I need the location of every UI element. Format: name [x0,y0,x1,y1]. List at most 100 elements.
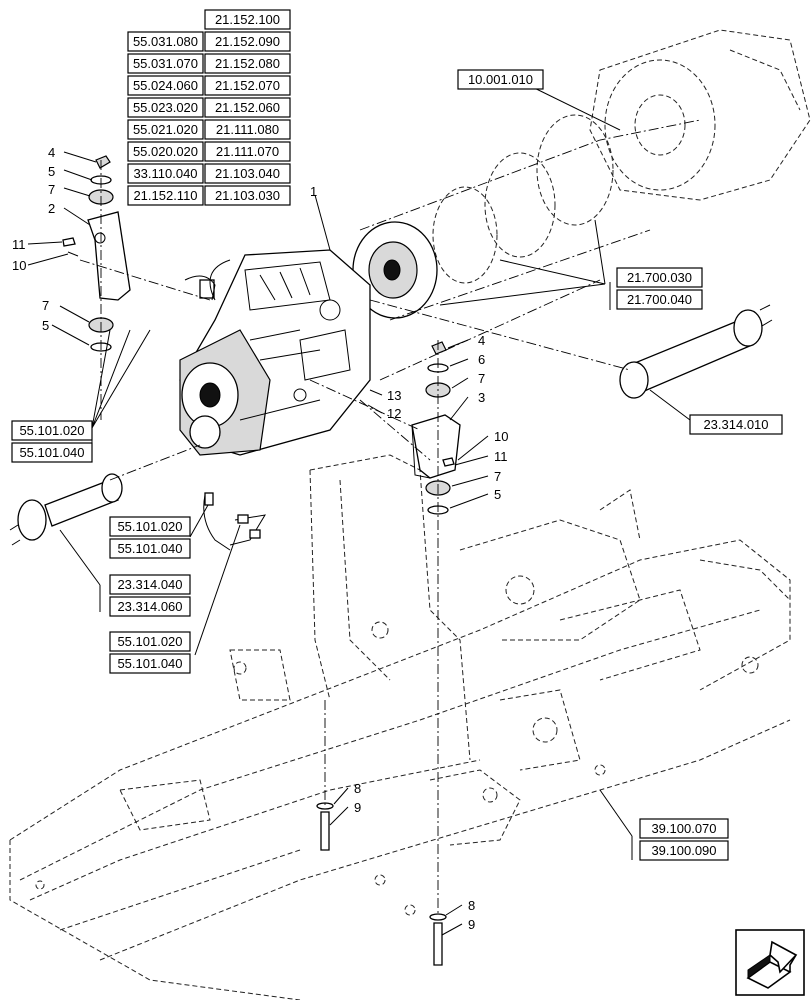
ref-label: 55.101.040 [117,656,182,671]
ref-box [457,69,544,90]
lower-bolts [316,802,447,966]
ref-box [204,9,291,30]
ref-label: 21.103.030 [215,188,280,203]
ref-box [204,141,291,162]
chassis-frame [9,454,791,1000]
ref-box [639,840,729,861]
ref-box [204,75,291,96]
ref-label: 21.700.040 [627,292,692,307]
ref-label: 55.021.020 [133,122,198,137]
ref-label: 55.020.020 [133,144,198,159]
callout-number: 7 [494,469,501,484]
reference-boxes: 10.001.010 21.700.030 21.700.040 23.314.… [11,69,783,861]
callout-number: 9 [468,917,475,932]
callout-numbers: 1 4 5 7 2 11 10 7 5 4 6 7 3 13 12 10 11 … [12,145,508,932]
callout-number: 2 [48,201,55,216]
callout-number: 3 [478,390,485,405]
ref-label: 55.031.080 [133,34,198,49]
ref-label: 21.700.030 [627,270,692,285]
ref-label: 55.101.040 [117,541,182,556]
wire-harness [184,275,266,551]
callout-number: 7 [48,182,55,197]
ref-label: 39.100.070 [651,821,716,836]
ref-box [639,818,729,839]
ref-box [616,289,703,310]
callout-number: 8 [468,898,475,913]
ref-label: 21.103.040 [215,166,280,181]
ref-box [204,119,291,140]
ref-box [689,414,783,435]
ref-box [616,267,703,288]
ref-box [127,185,204,206]
ref-box [204,53,291,74]
ref-box [11,442,93,463]
callout-number: 4 [48,145,55,160]
engine-flywheel-housing [589,29,811,201]
ref-box [204,185,291,206]
ref-box [204,31,291,52]
ref-box [109,574,191,595]
ref-box [109,631,191,652]
next-page-arrow-icon[interactable] [735,929,805,996]
ref-box [127,31,204,52]
ref-label: 21.152.100 [215,12,280,27]
ref-label: 21.152.070 [215,78,280,93]
callout-number: 11 [494,449,508,464]
leader-lines [27,79,691,936]
left-mount-stack [62,155,131,352]
ref-box [127,163,204,184]
callout-number: 7 [42,298,49,313]
ref-label: 21.152.060 [215,100,280,115]
ref-label: 21.111.080 [216,122,279,137]
ref-label: 21.152.080 [215,56,280,71]
ref-box [204,163,291,184]
ref-label: 55.101.020 [117,519,182,534]
callout-number: 5 [42,318,49,333]
reference-table: 21.152.100 55.031.080 21.152.090 55.031.… [127,9,291,206]
ref-box [109,516,191,537]
callout-number: 1 [310,184,317,199]
ref-label: 55.031.070 [133,56,198,71]
transmission [179,249,371,456]
callout-number: 7 [478,371,485,386]
torque-converter [352,221,438,319]
callout-number: 4 [478,333,485,348]
callout-number: 6 [478,352,485,367]
ref-label: 23.314.060 [117,599,182,614]
callout-number: 5 [48,164,55,179]
callout-number: 12 [387,406,401,421]
ref-box [127,119,204,140]
callout-number: 11 [12,237,26,252]
ref-box [204,97,291,118]
alignment-lines [79,119,701,915]
ref-box [127,141,204,162]
ref-label: 55.023.020 [133,100,198,115]
ref-label: 23.314.040 [117,577,182,592]
callout-number: 9 [354,800,361,815]
ref-box [11,420,93,441]
ref-box [127,97,204,118]
ref-box [109,653,191,674]
ref-label: 55.101.020 [19,423,84,438]
ref-label: 21.152.110 [133,188,197,203]
front-drive-shaft [9,473,123,546]
ref-box [127,53,204,74]
ref-label: 55.101.020 [117,634,182,649]
ref-box [109,596,191,617]
right-mount-stack [411,341,461,515]
ref-label: 10.001.010 [468,72,533,87]
ref-label: 21.111.070 [216,144,279,159]
ref-label: 55.024.060 [133,78,198,93]
callout-number: 8 [354,781,361,796]
ref-label: 55.101.040 [19,445,84,460]
callout-number: 10 [494,429,508,444]
ref-box [127,75,204,96]
ref-label: 39.100.090 [651,843,716,858]
ref-label: 23.314.010 [703,417,768,432]
ref-box [109,538,191,559]
ref-label: 33.110.040 [133,166,197,181]
rear-drive-shaft [619,304,773,399]
callout-number: 13 [387,388,401,403]
callout-number: 10 [12,258,26,273]
